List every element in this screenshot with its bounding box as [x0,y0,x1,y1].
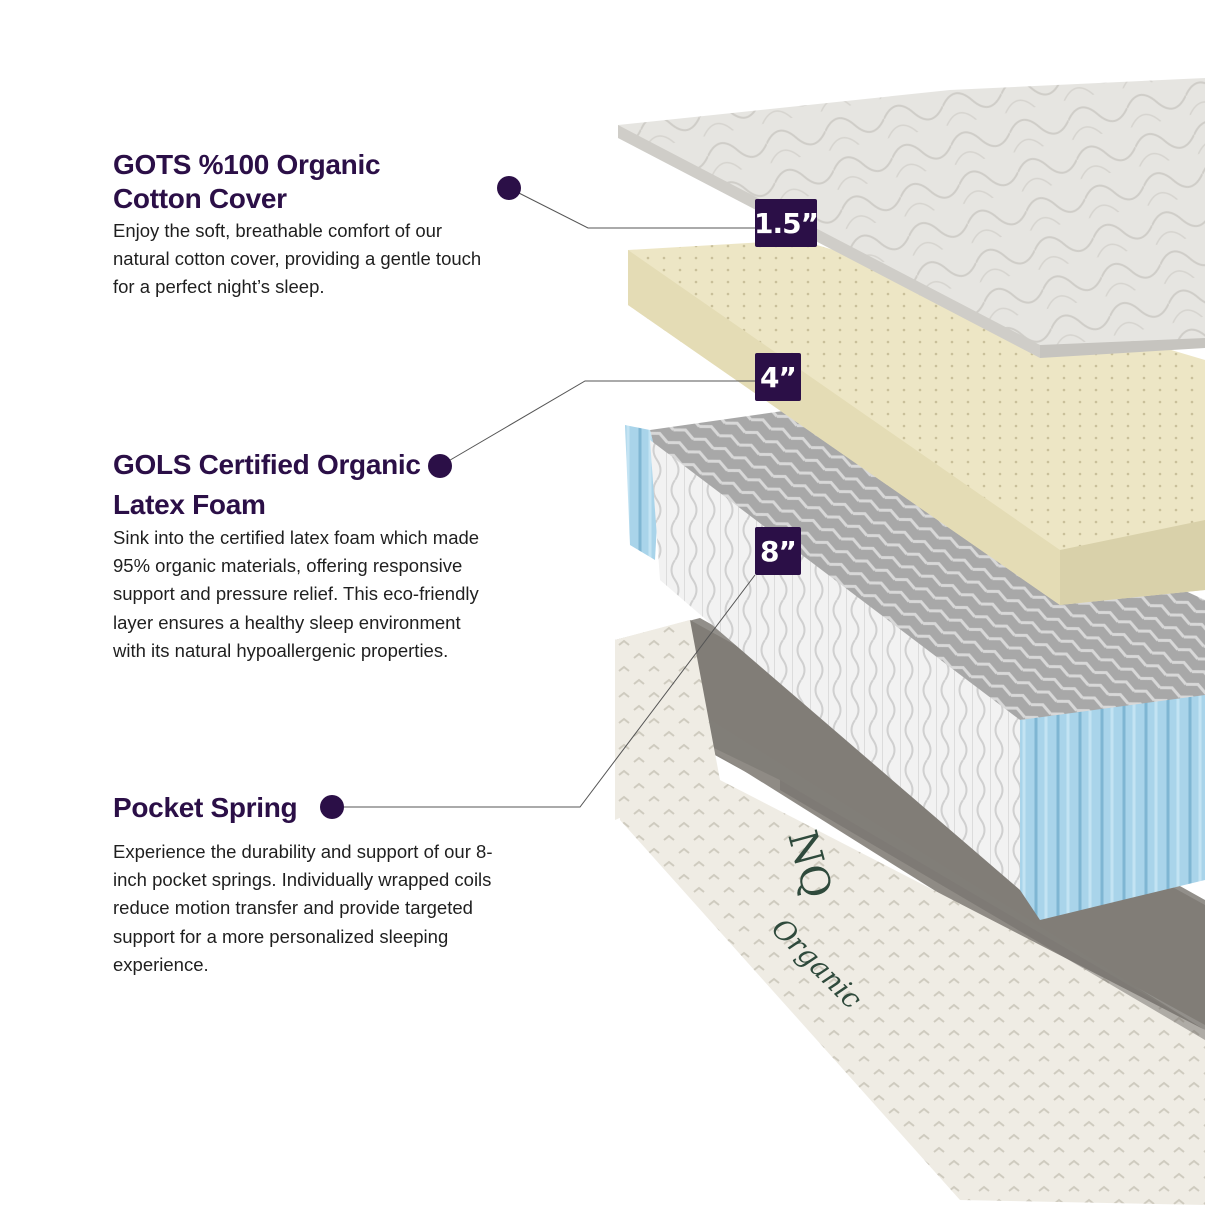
mattress-base [615,618,1205,1205]
spring-title: Pocket Spring [113,791,298,825]
cover-title-line2: Cotton Cover [113,183,287,214]
leader-line-spring [332,574,756,808]
cover-title-line1: GOTS %100 Organic [113,149,381,180]
leader-line-cover [508,187,755,229]
spring-description: Experience the durability and support of… [113,841,493,975]
leader-lines [332,187,756,808]
pocket-spring-layer [625,410,1205,920]
latex-title-line2: Latex Foam [113,489,266,520]
latex-title-line1: GOLS Certified Organic [113,449,421,480]
cover-description: Enjoy the soft, breathable comfort of ou… [113,220,482,298]
latex-marker-dot [428,454,452,478]
spring-thickness-badge: 8” [755,527,801,575]
cotton-cover-layer [618,78,1205,358]
latex-description: Sink into the certified latex foam which… [113,527,480,661]
latex-title: GOLS Certified Organic Latex Foam [113,445,421,525]
spring-marker-dot [320,795,344,819]
latex-thickness-badge: 4” [755,353,801,401]
cover-thickness-badge: 1.5” [754,199,819,247]
leader-line-latex [439,380,755,467]
cover-marker-dot [497,176,521,200]
spring-title-line1: Pocket Spring [113,792,298,823]
cover-title: GOTS %100 Organic Cotton Cover [113,148,381,216]
